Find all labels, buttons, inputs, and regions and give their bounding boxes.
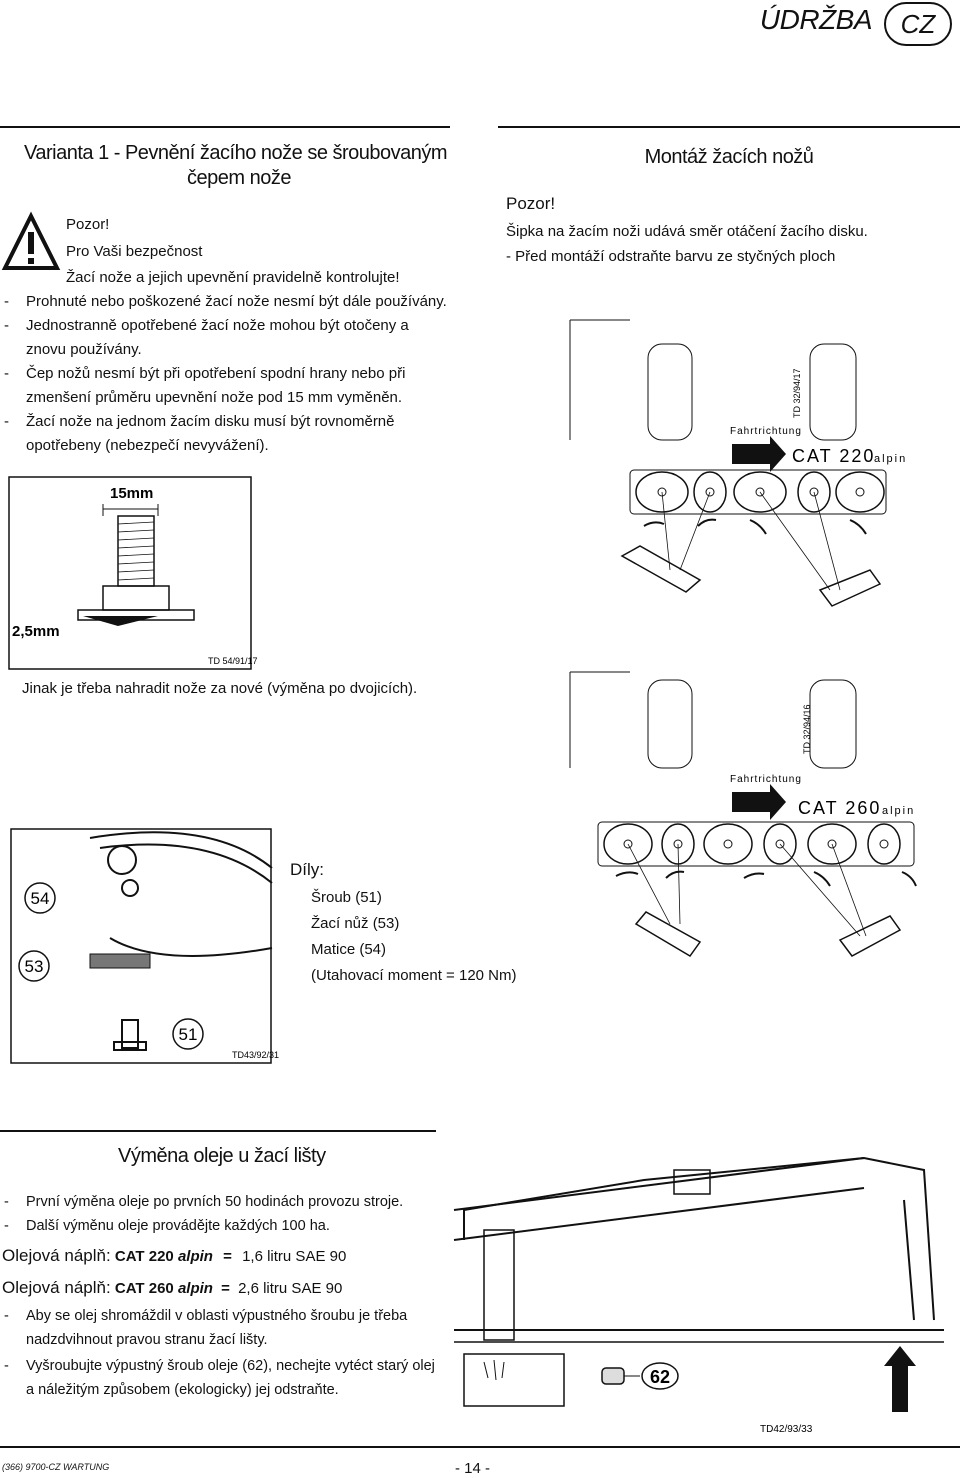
oil-title: Výměna oleje u žací lišty bbox=[118, 1145, 326, 1167]
thickness-label: 2,5mm bbox=[12, 623, 60, 640]
oil-bullets: -První výměna oleje po prvních 50 hodiná… bbox=[4, 1190, 444, 1238]
right-header-rule bbox=[498, 126, 960, 128]
footer-rule bbox=[0, 1446, 960, 1448]
diagram2-direction: Fahrtrichtung bbox=[730, 774, 802, 785]
diagram2-model: CAT 260 bbox=[798, 798, 881, 818]
bolt-wear-figure: 15mm 2,5mm TD 54/91/17 bbox=[8, 476, 258, 670]
parts-list: Šroub (51) Žací nůž (53) Matice (54) (Ut… bbox=[311, 886, 517, 988]
oil-fill-220: Olejová náplň: CAT 220 alpin = 1,6 litru… bbox=[2, 1246, 347, 1265]
footer-code: (366) 9700-CZ WARTUNG bbox=[2, 1462, 110, 1472]
cat220-diagram: TD 32/94/17 Fahrtrichtung CAT 220 alpin bbox=[569, 319, 907, 607]
assembly-line1: Šipka na žacím noži udává směr otáčení ž… bbox=[506, 223, 868, 240]
warning-safety: Pro Vaši bezpečnost bbox=[66, 243, 203, 260]
cat260-diagram: TD 32/94/16 Fahrtrichtung CAT 260 alpin bbox=[569, 671, 917, 957]
parts-item: (Utahovací moment = 120 Nm) bbox=[311, 967, 517, 984]
width-label: 15mm bbox=[110, 485, 153, 502]
figure-code: TD 54/91/17 bbox=[208, 656, 258, 666]
callout-62: 62 bbox=[650, 1367, 670, 1387]
parts-item: Šroub (51) bbox=[311, 889, 382, 906]
oil-rule bbox=[0, 1130, 436, 1132]
parts-figure-code: TD43/92/31 bbox=[232, 1050, 279, 1060]
assembly-title: Montáž žacích nožů bbox=[644, 146, 814, 168]
diagram1-direction: Fahrtrichtung bbox=[730, 426, 802, 437]
bullet: -Další výměnu oleje provádějte každých 1… bbox=[4, 1218, 330, 1234]
page-header-title: ÚDRŽBA bbox=[759, 4, 873, 35]
warning-icon bbox=[1, 211, 61, 270]
diagram2-variant: alpin bbox=[882, 805, 915, 817]
diagram1-variant: alpin bbox=[874, 453, 907, 465]
bullet: -Vyšroubujte výpustný šroub oleje (62), … bbox=[4, 1358, 435, 1398]
bullet: -První výměna oleje po prvních 50 hodiná… bbox=[4, 1194, 404, 1210]
callout-53: 53 bbox=[25, 957, 44, 976]
callout-51: 51 bbox=[179, 1025, 198, 1044]
oil-bullets-2: -Aby se olej shromáždil v oblasti výpust… bbox=[4, 1304, 438, 1402]
assembly-pozor: Pozor! bbox=[506, 194, 556, 213]
bullet: -Aby se olej shromáždil v oblasti výpust… bbox=[4, 1308, 408, 1348]
page-number: - 14 - bbox=[455, 1460, 491, 1477]
diagram1-model: CAT 220 bbox=[792, 446, 875, 466]
warning-check: Žací nože a jejich upevnění pravidelně k… bbox=[66, 269, 400, 286]
bullet: -Prohnuté nebo poškozené žací nože nesmí… bbox=[4, 293, 447, 310]
replace-note: Jinak je třeba nahradit nože za nové (vý… bbox=[22, 680, 418, 697]
warning-label: Pozor! bbox=[66, 216, 110, 233]
parts-title: Díly: bbox=[290, 860, 324, 879]
oil-drain-figure: 62 TD42/93/33 bbox=[453, 1156, 944, 1435]
bullet: -Jednostranně opotřebené žací nože mohou… bbox=[4, 317, 409, 358]
parts-figure: 54 53 51 TD43/92/31 bbox=[10, 828, 279, 1064]
variant-title: Varianta 1 - Pevnění žacího nože se šrou… bbox=[24, 142, 448, 189]
parts-item: Žací nůž (53) bbox=[311, 915, 400, 932]
parts-item: Matice (54) bbox=[311, 941, 387, 958]
oil-figure-code: TD42/93/33 bbox=[760, 1424, 813, 1435]
assembly-line2: - Před montáží odstraňte barvu ze styčný… bbox=[506, 248, 836, 265]
left-header-rule bbox=[0, 126, 450, 128]
callout-54: 54 bbox=[31, 889, 50, 908]
diagram1-code: TD 32/94/17 bbox=[792, 368, 802, 418]
diagram2-code: TD 32/94/16 bbox=[802, 704, 812, 754]
bullet: -Čep nožů nesmí být při opotřebení spodn… bbox=[4, 365, 406, 406]
oil-fill-260: Olejová náplň: CAT 260 alpin = 2,6 litru… bbox=[2, 1278, 343, 1297]
bullet: -Žací nože na jednom žacím disku musí bý… bbox=[4, 413, 395, 454]
variant-bullets: -Prohnuté nebo poškozené žací nože nesmí… bbox=[4, 290, 452, 458]
language-badge: CZ bbox=[884, 2, 952, 46]
